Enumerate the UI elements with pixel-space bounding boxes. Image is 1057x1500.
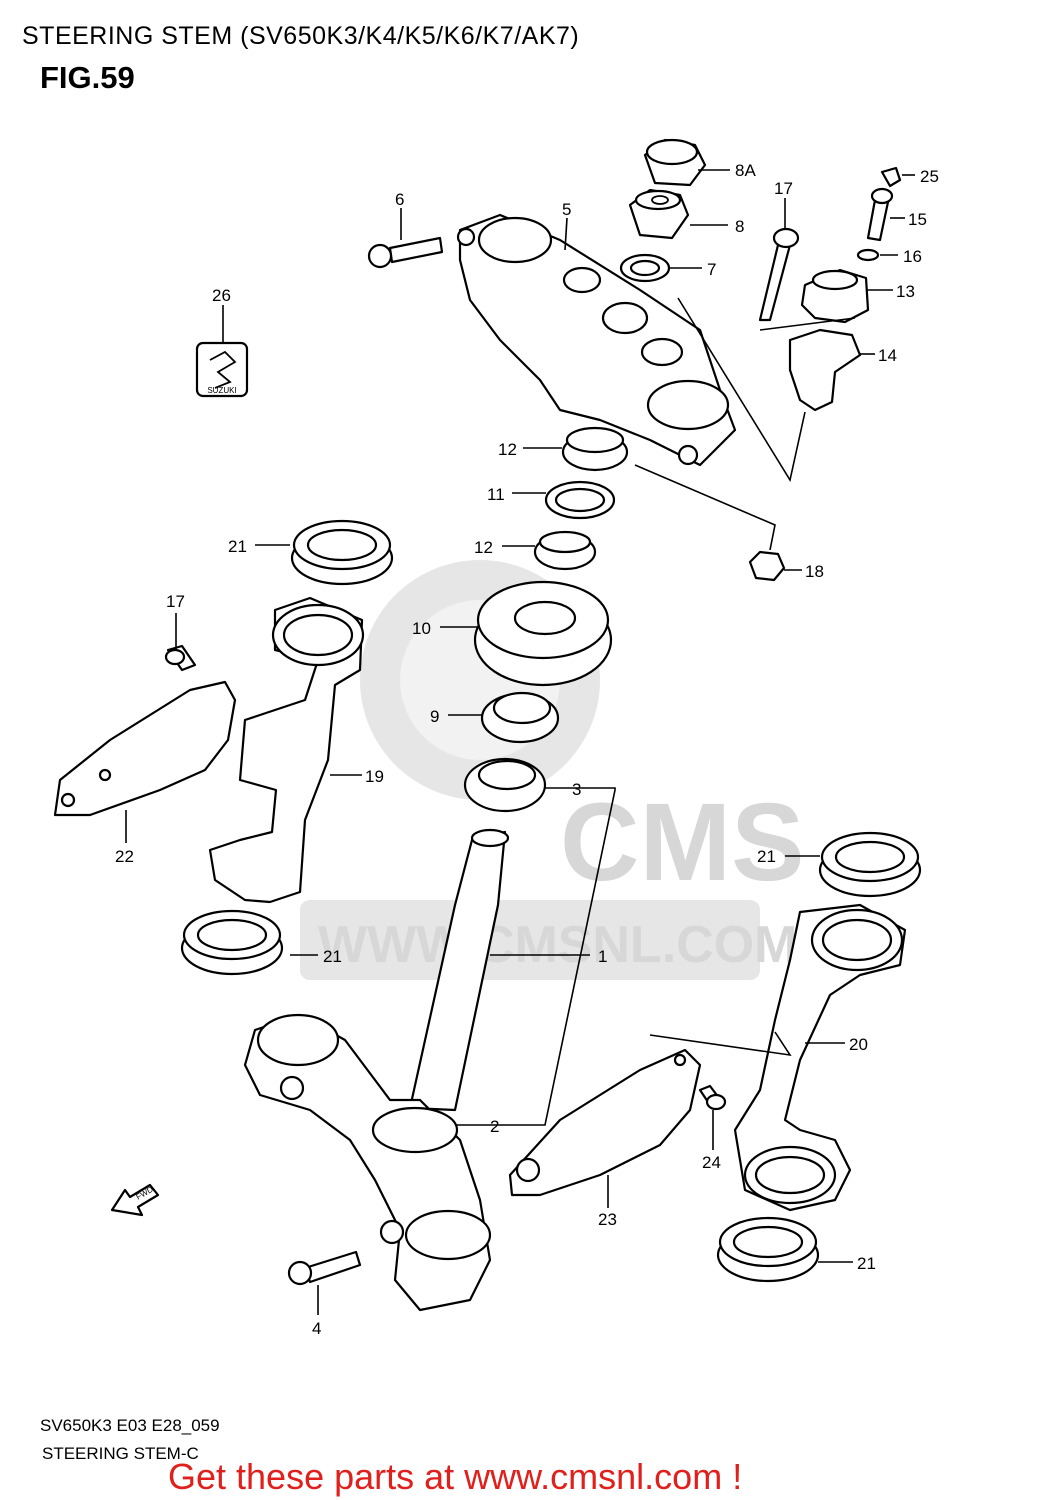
guide-line xyxy=(634,464,776,551)
bracket-19 xyxy=(208,596,365,904)
watermark-logo-text: CMS xyxy=(560,781,804,904)
bolt-4 xyxy=(287,1250,362,1286)
washer-16 xyxy=(856,248,880,262)
bracket-20 xyxy=(733,903,907,1212)
washer-11 xyxy=(544,480,616,520)
watermark-url-text: WWW.CMSNL.COM xyxy=(318,916,797,974)
washer-7 xyxy=(619,253,671,283)
callout-10: 10 xyxy=(412,619,431,638)
callout-19: 19 xyxy=(365,767,384,786)
fwd-arrow-icon: FWD xyxy=(110,1183,160,1217)
callout-3: 3 xyxy=(572,780,581,799)
callout-13: 13 xyxy=(896,282,915,301)
plate-23 xyxy=(508,1048,702,1197)
figure-label: FIG.59 xyxy=(40,60,135,95)
plate-22 xyxy=(53,680,237,817)
bearing-3 xyxy=(463,757,547,813)
callout-25: 25 xyxy=(920,167,939,186)
callout-26: 26 xyxy=(212,286,231,305)
callout-12-lower: 12 xyxy=(474,538,493,557)
callout-14: 14 xyxy=(878,346,897,365)
emblem-text: SUZUKI xyxy=(207,386,236,395)
nut-8 xyxy=(628,188,690,240)
callout-2: 2 xyxy=(490,1117,499,1136)
callout-1: 1 xyxy=(598,947,607,966)
lock-nut-12-lower xyxy=(533,530,597,571)
holder-13 xyxy=(800,268,870,324)
callout-11: 11 xyxy=(487,485,505,504)
callout-22: 22 xyxy=(115,847,134,866)
callout-17-left: 17 xyxy=(166,592,185,611)
rubber-21-bottom-right xyxy=(716,1216,820,1283)
screw-17-left xyxy=(164,644,197,672)
rubber-21-bottom-left xyxy=(180,909,284,976)
guide-line xyxy=(649,1031,792,1057)
callout-21-top-left: 21 xyxy=(228,537,247,556)
callout-23: 23 xyxy=(598,1210,617,1229)
bolt-6 xyxy=(367,236,444,269)
leader-lines xyxy=(125,169,915,1315)
lower-bracket-2 xyxy=(243,1013,492,1312)
callout-8a: 8A xyxy=(735,161,756,180)
guide-line xyxy=(677,297,806,483)
callout-16: 16 xyxy=(903,247,922,266)
bolt-15 xyxy=(866,187,894,242)
bolt-17-upper xyxy=(758,227,800,322)
nut-18 xyxy=(748,550,786,582)
callout-18: 18 xyxy=(805,562,824,581)
callout-17-upper: 17 xyxy=(774,179,793,198)
cap-nut-8a xyxy=(643,138,707,187)
callout-21-bottom-left: 21 xyxy=(323,947,342,966)
callout-20: 20 xyxy=(849,1035,868,1054)
callout-12-upper: 12 xyxy=(498,440,517,459)
callout-9: 9 xyxy=(430,707,439,726)
footer-diagram-name: STEERING STEM-C xyxy=(42,1444,199,1463)
upper-bracket-part xyxy=(456,213,737,467)
cms-watermark: CMS WWW.CMSNL.COM xyxy=(300,560,804,980)
rubber-21-top-right xyxy=(818,831,922,898)
footer-diagram-code: SV650K3 E03 E28_059 xyxy=(40,1416,220,1435)
lock-nut-12-upper xyxy=(561,426,629,472)
callout-8: 8 xyxy=(735,217,744,236)
guide-line xyxy=(759,317,856,331)
callout-15: 15 xyxy=(908,210,927,229)
callout-24: 24 xyxy=(702,1153,721,1172)
page-header-title: STEERING STEM (SV650K3/K4/K5/K6/K7/AK7) xyxy=(22,22,580,50)
holder-14 xyxy=(788,328,862,412)
dust-seal-10 xyxy=(473,580,613,687)
callout-21-top-right: 21 xyxy=(757,847,776,866)
bearing-9 xyxy=(480,691,560,744)
screw-24 xyxy=(698,1084,727,1111)
steering-stem-1 xyxy=(408,828,510,1112)
rubber-21-top-left xyxy=(290,519,394,586)
suzuki-emblem-26: SUZUKI xyxy=(195,341,249,398)
promo-link-text[interactable]: Get these parts at www.cmsnl.com ! xyxy=(168,1456,743,1497)
callout-4: 4 xyxy=(312,1319,321,1338)
cap-25 xyxy=(880,166,902,188)
callout-labels: 6 5 8A 8 7 17 25 15 16 13 14 18 26 12 11… xyxy=(115,161,939,1338)
callout-6: 6 xyxy=(395,190,404,209)
callout-21-bottom-right: 21 xyxy=(857,1254,876,1273)
callout-7: 7 xyxy=(707,260,716,279)
callout-5: 5 xyxy=(562,200,571,219)
